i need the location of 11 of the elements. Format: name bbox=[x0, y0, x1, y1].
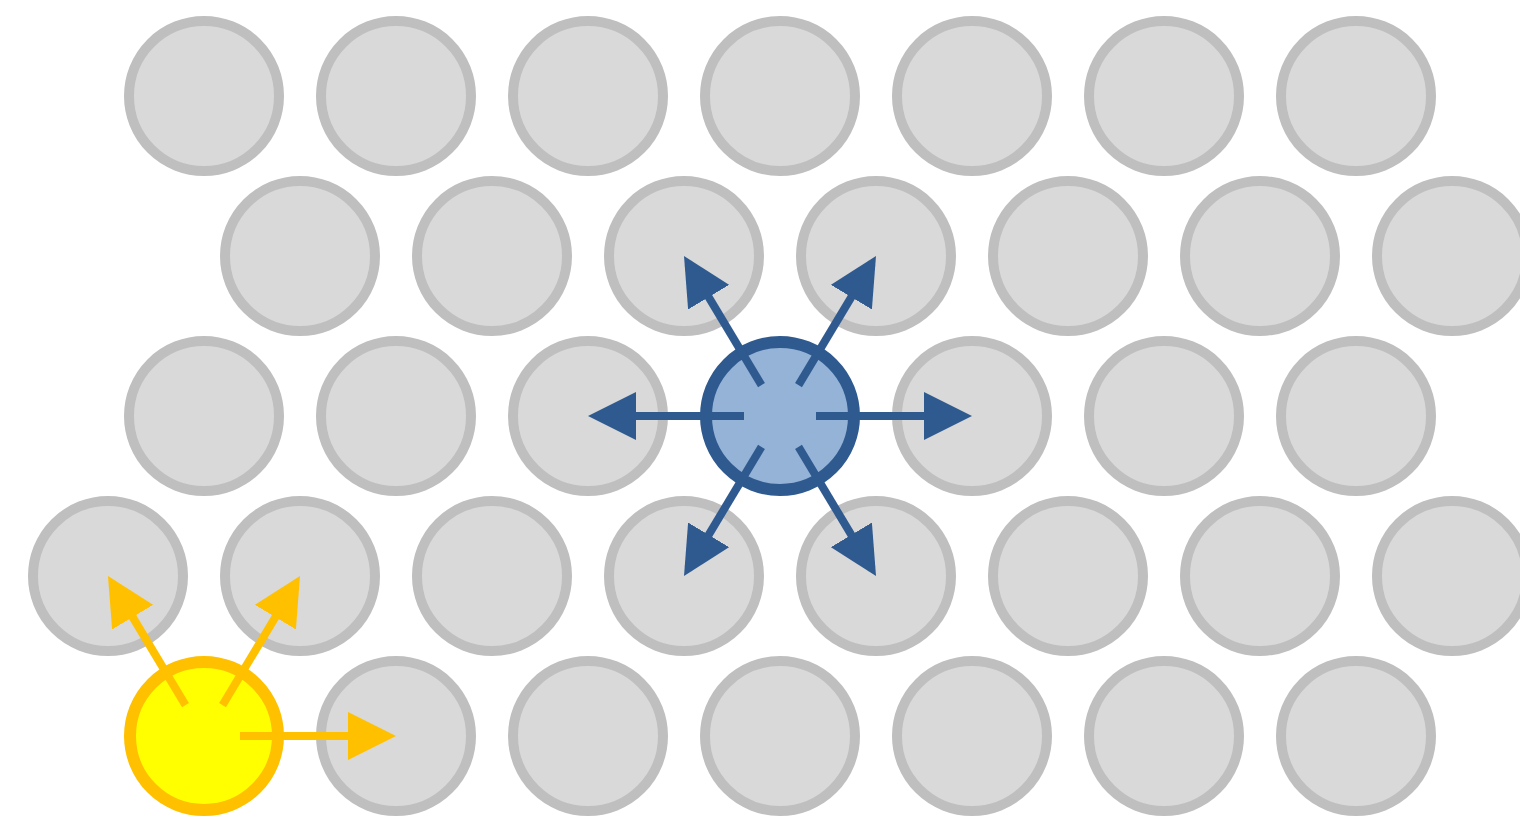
arrow bbox=[240, 712, 396, 760]
arrow bbox=[684, 444, 765, 576]
circle bbox=[1372, 176, 1520, 336]
arrow bbox=[219, 576, 300, 708]
arrow bbox=[108, 576, 189, 708]
arrow bbox=[816, 392, 972, 440]
arrow bbox=[588, 392, 744, 440]
arrow bbox=[795, 256, 876, 388]
arrow bbox=[795, 444, 876, 576]
circle bbox=[1372, 496, 1520, 656]
arrow bbox=[684, 256, 765, 388]
